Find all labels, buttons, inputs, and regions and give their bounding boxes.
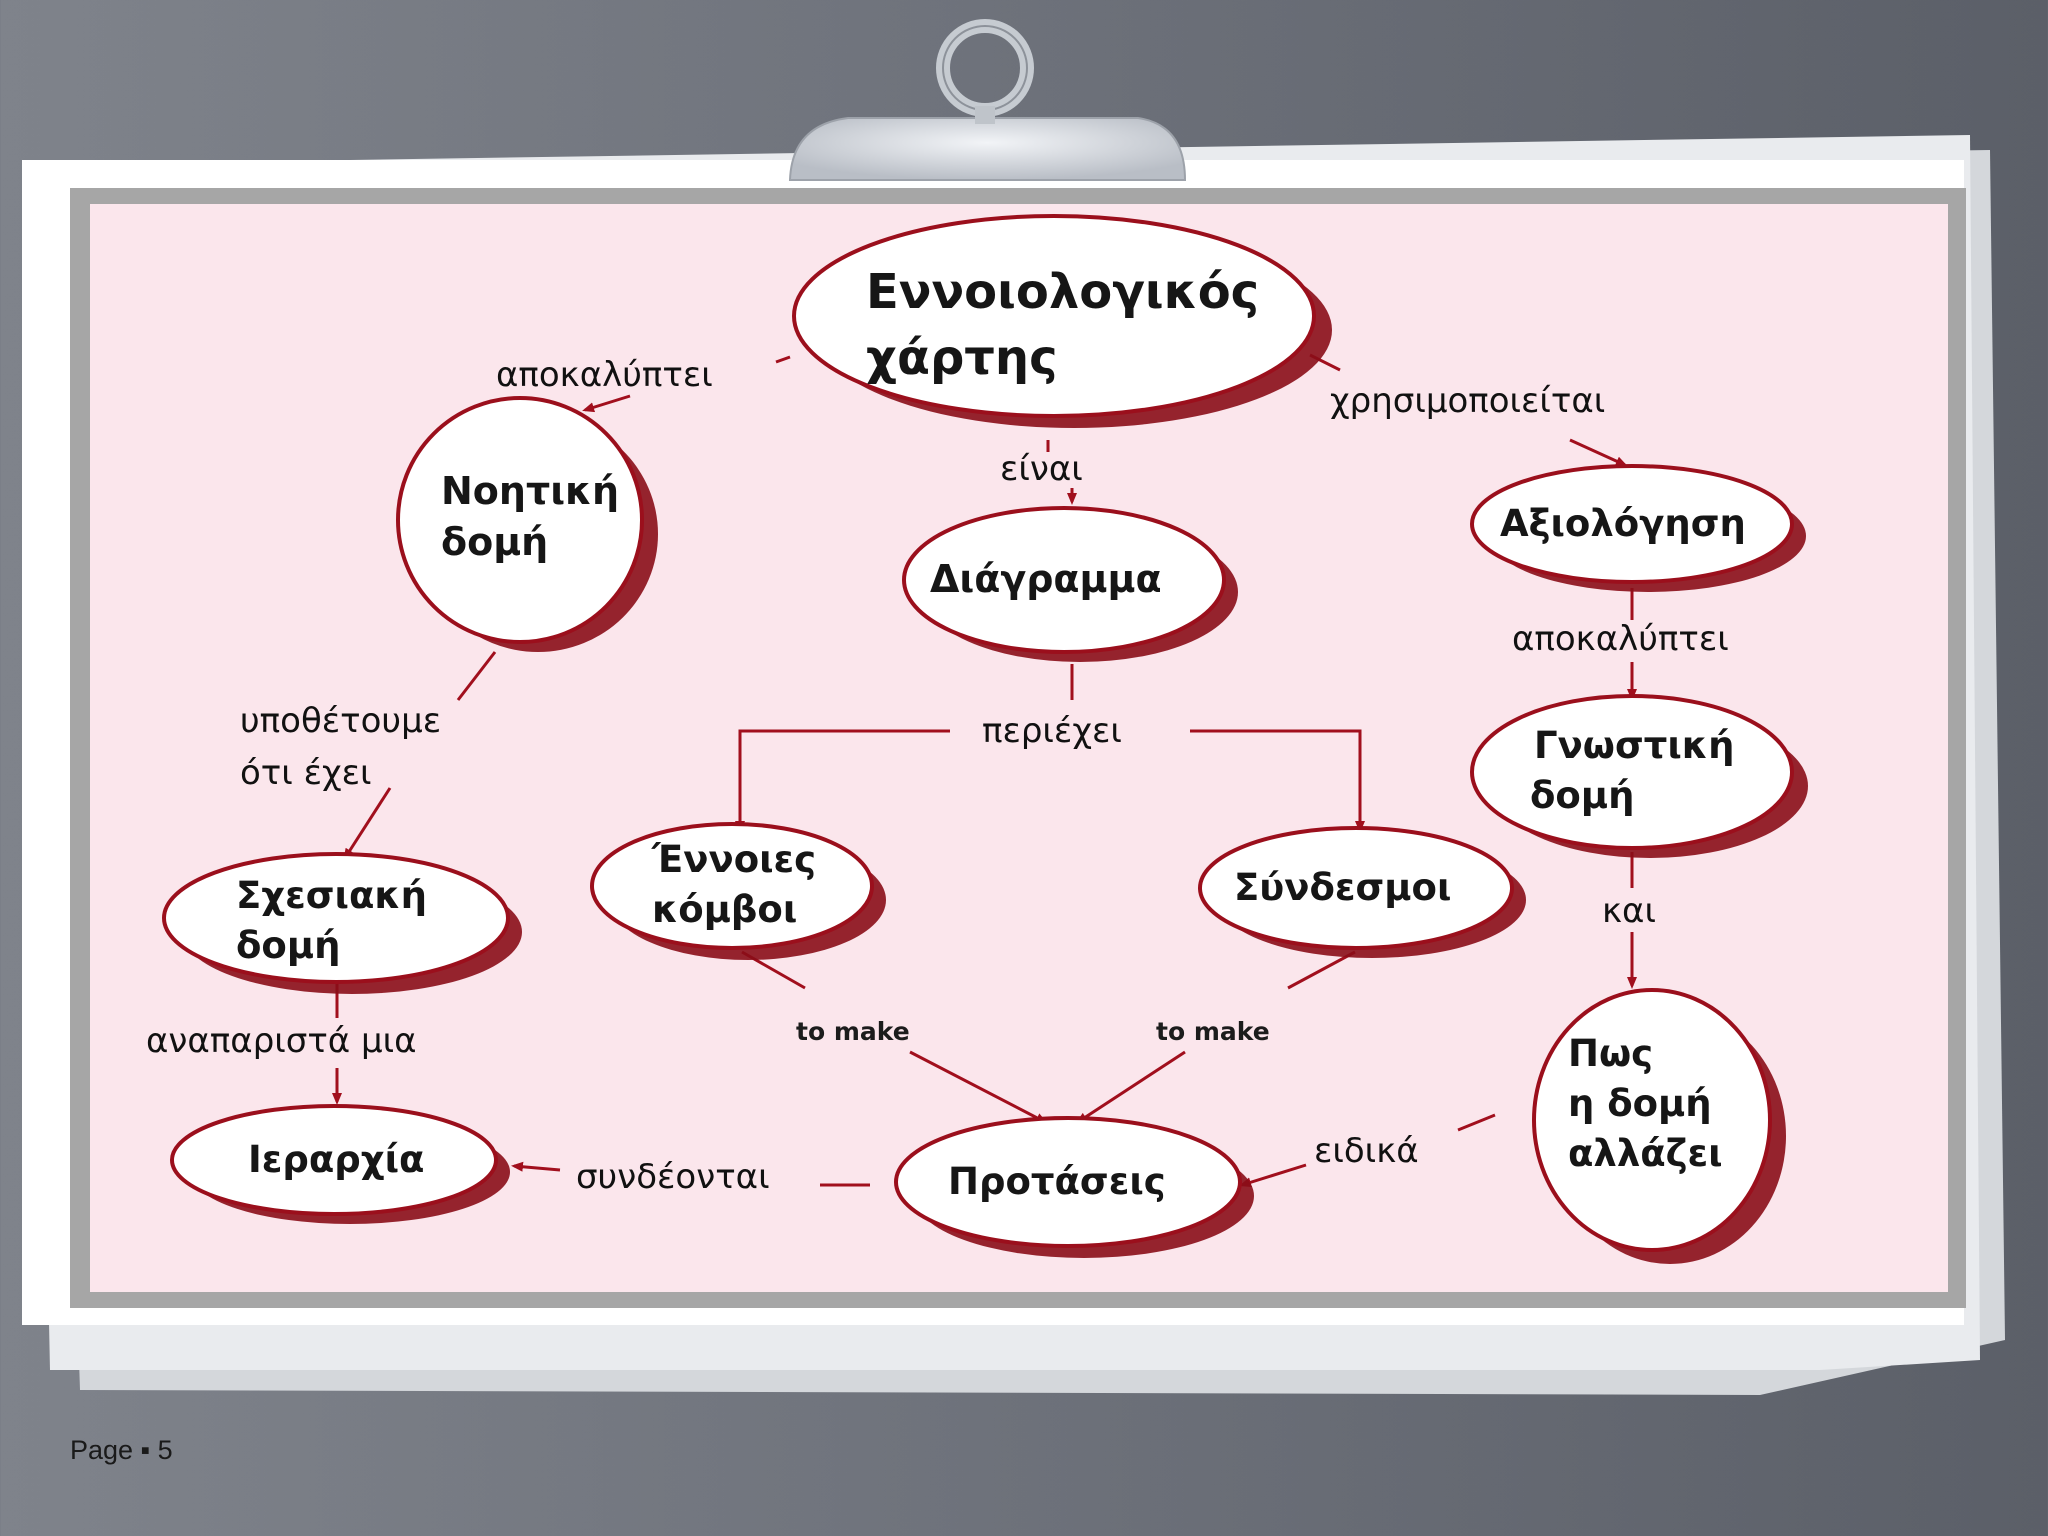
node-cognitive-structure: Γνωστική δομή [1470, 694, 1808, 858]
paper-clip-icon [788, 19, 1187, 181]
label-reveals-left: αποκαλύπτει [496, 355, 713, 395]
diagram-nodes: Εννοιολογικός χάρτης Νοητική δομή Διάγρα… [162, 214, 1808, 1264]
node-mental-structure-line1: Νοητική [441, 469, 619, 513]
label-contains: περιέχει [982, 711, 1122, 751]
label-is-used: χρησιμοποιείται [1330, 381, 1605, 421]
node-mental-structure: Νοητική δομή [396, 396, 658, 652]
label-represents: αναπαριστά μια [146, 1021, 417, 1061]
connector-assume-to-relational [343, 787, 392, 861]
node-concepts-nodes-line2: κόμβοι [652, 888, 797, 931]
node-relational-structure-line2: δομή [236, 924, 340, 967]
label-are-connected: συνδέονται [576, 1157, 770, 1197]
connector-map-to-reveals [775, 355, 791, 364]
label-assume-line2: ότι έχει [240, 753, 371, 793]
node-connectives: Σύνδεσμοι [1198, 826, 1526, 958]
node-hierarchy-label: Ιεραρχία [248, 1138, 424, 1181]
node-concept-map-line1: Εννοιολογικός [866, 264, 1259, 320]
connector-used-to-evaluation [1569, 438, 1628, 467]
connector-connected-to-hierarchy [511, 1161, 561, 1172]
connector-mental-to-assume [456, 651, 497, 701]
page-number-label: Page ▪ 5 [70, 1435, 173, 1465]
label-and: και [1602, 891, 1656, 931]
node-how-structure-changes-line1: Πως [1568, 1032, 1653, 1075]
diagram-link-labels: αποκαλύπτει χρησιμοποιείται είναι αποκαλ… [146, 355, 1729, 1197]
connector-reveals-to-mental [582, 394, 631, 413]
node-diagram-label: Διάγραμμα [930, 557, 1162, 601]
connector-connectives-to-tomake [1287, 950, 1356, 990]
node-propositions: Προτάσεις [894, 1116, 1254, 1258]
connector-tomake-to-propositions-left [909, 1050, 1048, 1124]
connector-contains-to-concepts [735, 729, 950, 833]
node-evaluation-label: Αξιολόγηση [1500, 502, 1746, 545]
node-how-structure-changes: Πως η δομή αλλάζει [1532, 988, 1786, 1264]
node-cognitive-structure-line1: Γνωστική [1534, 724, 1734, 767]
connector-specifically-to-propositions [1239, 1163, 1307, 1188]
node-relational-structure: Σχεσιακή δομή [162, 852, 522, 994]
node-how-structure-changes-line2: η δομή [1568, 1082, 1712, 1125]
label-is: είναι [1000, 449, 1083, 489]
node-concept-map-line2: χάρτης [866, 330, 1058, 386]
node-diagram: Διάγραμμα [902, 506, 1238, 662]
node-how-structure-changes-line3: αλλάζει [1568, 1132, 1723, 1175]
node-concepts-nodes: Έννοιες κόμβοι [590, 822, 886, 960]
node-propositions-label: Προτάσεις [948, 1160, 1166, 1203]
label-specifically: ειδικά [1314, 1131, 1419, 1171]
label-assume-line1: υποθέτουμε [240, 701, 441, 741]
node-hierarchy: Ιεραρχία [170, 1104, 510, 1224]
node-concepts-nodes-line1: Έννοιες [651, 838, 816, 881]
connector-how-to-specifically [1457, 1113, 1496, 1132]
node-evaluation: Αξιολόγηση [1470, 464, 1806, 592]
node-concept-map: Εννοιολογικός χάρτης [792, 214, 1332, 428]
node-mental-structure-line2: δομή [441, 520, 548, 564]
label-to-make-right: to make [1156, 1017, 1270, 1046]
node-connectives-label: Σύνδεσμοι [1234, 866, 1451, 909]
connector-contains-to-connectives [1190, 729, 1365, 833]
diagram-connectors [332, 353, 1637, 1188]
label-reveals-right: αποκαλύπτει [1512, 619, 1729, 659]
node-cognitive-structure-line2: δομή [1530, 774, 1634, 817]
label-to-make-left: to make [796, 1017, 910, 1046]
node-relational-structure-line1: Σχεσιακή [236, 874, 427, 917]
connector-tomake-to-propositions-right [1075, 1050, 1186, 1124]
